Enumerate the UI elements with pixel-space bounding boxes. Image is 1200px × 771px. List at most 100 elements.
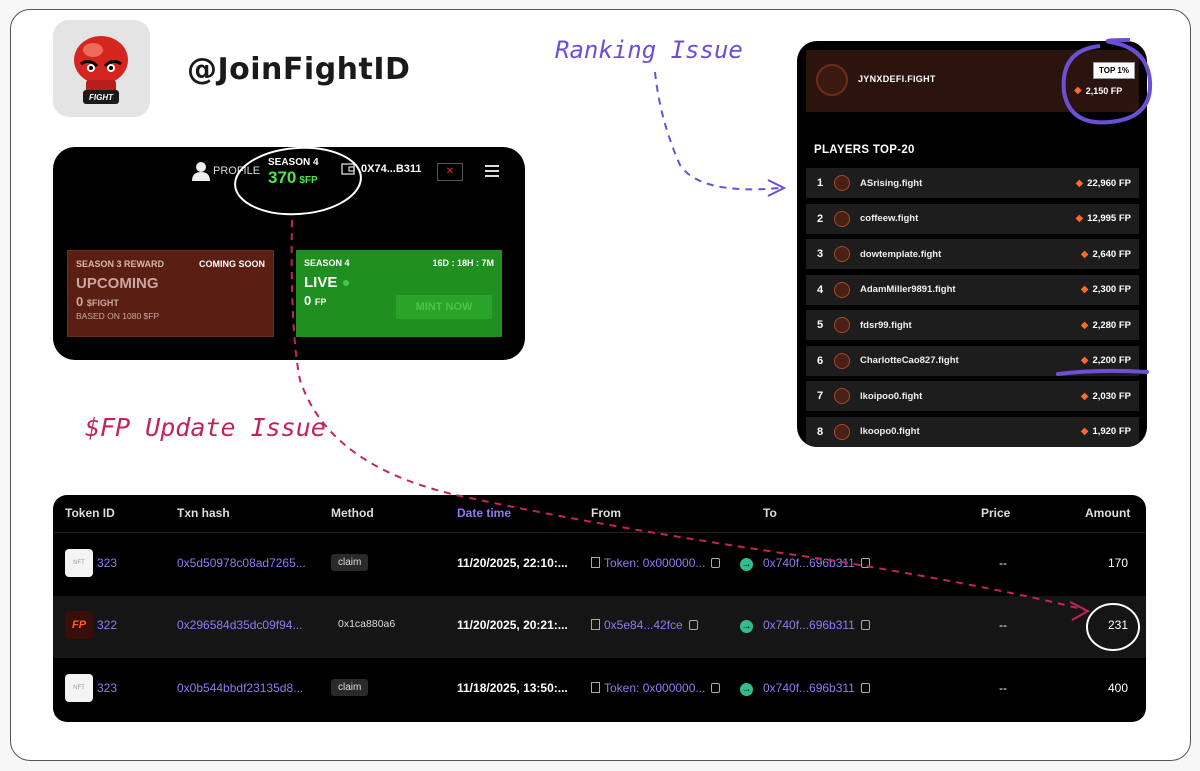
from-link[interactable]: Token: 0x000000... [604,556,706,570]
player-name: lkoipoo0.fight [860,390,923,402]
player-rank: 3 [816,248,824,260]
my-fp: ◆ 2,150 FP [1074,85,1122,96]
copy-icon[interactable] [688,620,698,630]
player-fp: 1,920 FP [1092,426,1131,437]
document-icon [591,682,600,693]
price: -- [999,681,1007,695]
glove-icon: ◆ [1080,319,1089,331]
player-rank: 6 [816,354,824,367]
season-reward-card: SEASON 3 REWARD COMING SOON UPCOMING 0 $… [67,250,274,337]
price: -- [999,618,1007,632]
date-time: 11/20/2025, 20:21:... [457,618,568,632]
live-amount: 0 [304,293,312,308]
glove-icon: ◆ [1075,213,1084,224]
column-header-to[interactable]: To [763,506,777,520]
player-name: AdamMiller9891.fight [860,284,956,295]
player-fp: 2,030 FP [1092,390,1131,402]
player-fp: 12,995 FP [1087,213,1131,224]
wallet-button[interactable]: 0X74...B311 [341,162,422,175]
column-header-txn-hash[interactable]: Txn hash [177,506,230,520]
avatar [816,64,848,96]
season-fp-display: SEASON 4 370$FP [268,157,319,188]
mint-now-button[interactable]: MINT NOW [396,295,492,319]
player-fp: 22,960 FP [1087,177,1131,189]
season-live-card: SEASON 4 16D : 18H : 7M LIVE 0 FP MINT N… [296,250,502,337]
avatar [834,246,850,262]
profile-label: PROFILE [213,165,261,177]
reward-title: SEASON 3 REWARD [76,259,165,269]
copy-icon[interactable] [711,683,721,693]
arrow-right-icon: → [740,558,753,571]
column-header-method[interactable]: Method [331,506,374,520]
arrow-right-icon: → [740,683,753,696]
player-name: CharlotteCao827.fight [860,355,959,366]
season-fp-unit: $FP [299,175,318,186]
avatar [834,175,850,191]
column-header-amount[interactable]: Amount [1085,506,1131,520]
coming-soon-badge: COMING SOON [198,259,265,269]
season-fp-value: 370 [268,168,297,187]
live-title: SEASON 4 [304,258,350,268]
player-rank: 5 [816,319,824,331]
hamburger-menu-icon[interactable] [485,165,499,180]
reward-status: UPCOMING [76,275,159,292]
from-link[interactable]: 0x5e84...42fce [604,618,683,632]
column-header-from[interactable]: From [591,506,621,520]
season-countdown: 16D : 18H : 7M [432,258,494,268]
avatar [834,388,850,404]
method-badge: claim [331,679,369,696]
column-header-price[interactable]: Price [981,506,1011,520]
fight-logo: FIGHT [53,20,150,117]
fp-token-icon: FP [65,611,93,639]
token-id-link[interactable]: 323 [97,681,118,695]
document-icon [591,557,600,568]
method-badge: claim [331,554,369,571]
token-id-link[interactable]: 323 [97,556,118,570]
txn-hash-link[interactable]: 0x5d50978c08ad7265... [177,556,306,570]
glove-icon: ◆ [1074,85,1082,96]
player-fp: 2,280 FP [1092,319,1131,331]
from-link[interactable]: Token: 0x000000... [604,681,706,695]
txn-hash-link[interactable]: 0x296584d35dc09f94... [177,618,303,632]
document-icon [591,619,600,630]
copy-icon[interactable] [860,620,870,630]
to-link[interactable]: 0x740f...696b311 [763,618,855,632]
reward-amount: 0 [76,294,84,309]
top-percent-badge: TOP 1% [1093,62,1135,79]
copy-icon[interactable] [860,558,870,568]
txn-hash-link[interactable]: 0x0b544bbdf23135d8... [177,681,304,695]
player-rank: 7 [816,390,824,402]
player-row[interactable]: 6 CharlotteCao827.fight ◆2,200 FP [806,345,1139,376]
live-status: LIVE [304,274,338,291]
column-header-date-time[interactable]: Date time [457,506,512,520]
arrow-right-icon: → [740,620,753,633]
disconnect-button[interactable]: ✕ [437,163,463,181]
my-player-name: JYNXDEFI.FIGHT [858,74,936,84]
date-time: 11/18/2025, 13:50:... [457,681,568,695]
player-rank: 4 [816,283,824,296]
logo-text: FIGHT [89,93,114,102]
player-fp: 2,200 FP [1092,355,1131,366]
ranking-issue-annotation: Ranking Issue [555,36,743,64]
copy-icon[interactable] [711,558,721,568]
player-fp: 2,300 FP [1092,284,1131,295]
token-id-link[interactable]: 322 [97,618,118,632]
reward-unit: $FIGHT [86,298,119,308]
column-header-token-id[interactable]: Token ID [65,506,115,520]
player-rank: 1 [816,177,824,189]
to-link[interactable]: 0x740f...696b311 [763,556,855,570]
to-link[interactable]: 0x740f...696b311 [763,681,855,695]
my-fp-value: 2,150 FP [1085,85,1123,96]
copy-icon[interactable] [860,683,870,693]
profile-link[interactable]: PROFILE [191,161,260,181]
glove-icon: ◆ [1080,355,1089,366]
wallet-address: 0X74...B311 [361,162,422,175]
